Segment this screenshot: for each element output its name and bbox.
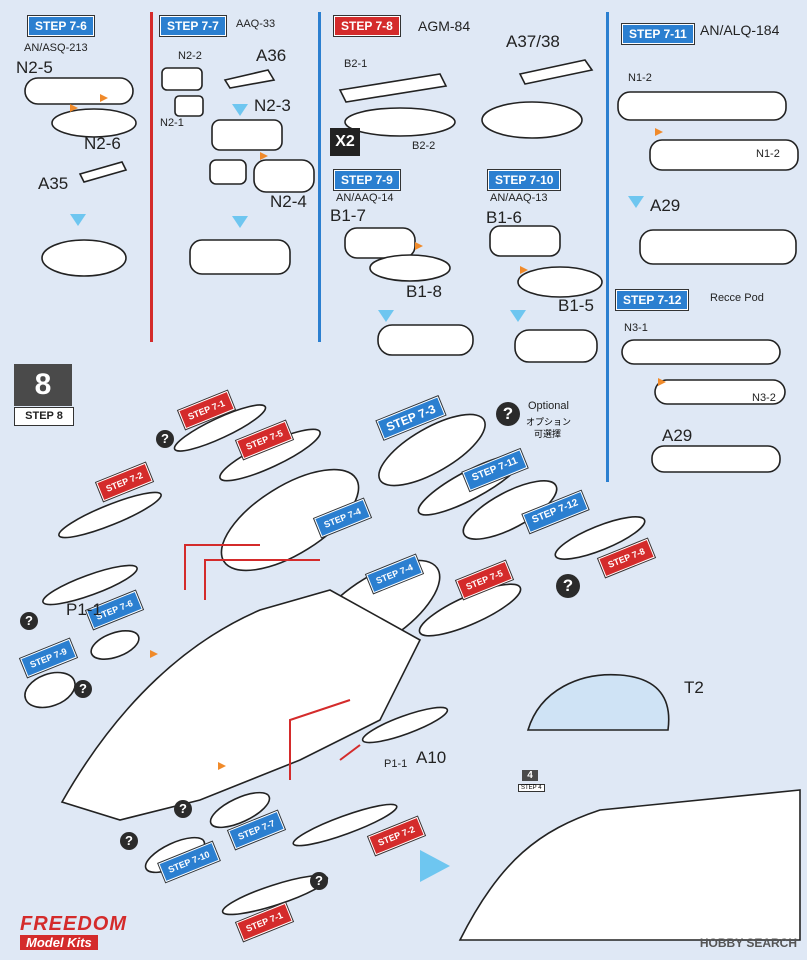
brand-line-1: FREEDOM [20, 913, 127, 935]
divider-blue-right [606, 12, 609, 482]
step-7-7-label: STEP 7-7 [160, 16, 226, 36]
part-n2-5: N2-5 [16, 58, 53, 77]
part-b1-6: B1-6 [486, 208, 522, 227]
part-n2-4: N2-4 [270, 192, 307, 211]
step-4-ref-number: 4 [522, 770, 538, 781]
step-7-6-subtitle: AN/ASQ-213 [24, 42, 88, 54]
part-n2-2: N2-2 [178, 50, 202, 62]
question-icon-5: ? [174, 800, 192, 818]
step-7-9-label: STEP 7-9 [334, 170, 400, 190]
step-7-10-subtitle: AN/AAQ-13 [490, 192, 548, 204]
step-7-8-label: STEP 7-8 [334, 16, 400, 36]
part-n2-1: N2-1 [160, 117, 184, 129]
step-7-12-label: STEP 7-12 [616, 290, 689, 310]
part-b1-7: B1-7 [330, 206, 366, 225]
step-7-6-label: STEP 7-6 [28, 16, 94, 36]
question-icon-1: ? [156, 430, 174, 448]
step-7-9-subtitle: AN/AAQ-14 [336, 192, 394, 204]
part-p1-1-left: P1-1 [66, 600, 102, 619]
part-a29-a: A29 [650, 196, 681, 215]
optional-icon: ? [496, 402, 520, 426]
multiplier-x2: X2 [330, 128, 360, 156]
step-8-number: 8 [14, 364, 72, 406]
part-t2: T2 [684, 678, 704, 697]
step-7-8-subtitle-2: A37/38 [506, 32, 560, 51]
question-icon-4: ? [556, 574, 580, 598]
part-a36: A36 [256, 46, 287, 65]
optional-text-jp: オプション [526, 417, 572, 427]
step-8-label: STEP 8 [14, 407, 74, 426]
step-7-11-subtitle: AN/ALQ-184 [700, 22, 780, 38]
part-n2-3: N2-3 [254, 96, 291, 115]
divider-red-left [150, 12, 153, 342]
part-n2-6: N2-6 [84, 134, 121, 153]
part-b1-8: B1-8 [406, 282, 442, 301]
part-b1-5: B1-5 [558, 296, 594, 315]
question-icon-3: ? [74, 680, 92, 698]
part-n1-2-a: N1-2 [628, 72, 652, 84]
optional-text-cn: 可選擇 [534, 429, 562, 439]
part-n1-2-b: N1-2 [756, 148, 780, 160]
part-b2-1: B2-1 [344, 58, 368, 70]
question-icon-6: ? [120, 832, 138, 850]
watermark: HOBBY SEARCH [699, 936, 797, 950]
question-icon-7: ? [310, 872, 328, 890]
step-4-ref-label: STEP 4 [518, 784, 545, 792]
part-a35: A35 [38, 174, 69, 193]
optional-text-en: Optional [528, 400, 569, 412]
part-a29-b: A29 [662, 426, 693, 445]
step-7-10-label: STEP 7-10 [488, 170, 561, 190]
step-7-11-label: STEP 7-11 [622, 24, 694, 44]
part-p1-1-right: P1-1 [384, 758, 408, 770]
part-n3-1: N3-1 [624, 322, 648, 334]
brand-logo: FREEDOM Model Kits [20, 914, 152, 952]
part-b2-2: B2-2 [412, 140, 436, 152]
part-a10: A10 [416, 748, 447, 767]
divider-blue-mid [318, 12, 321, 342]
step-7-7-subtitle: AAQ-33 [236, 18, 276, 30]
step-7-8-subtitle: AGM-84 [418, 18, 471, 34]
part-n3-2: N3-2 [752, 392, 776, 404]
question-icon-2: ? [20, 612, 38, 630]
brand-line-2: Model Kits [20, 935, 98, 950]
step-7-12-subtitle: Recce Pod [710, 292, 764, 304]
